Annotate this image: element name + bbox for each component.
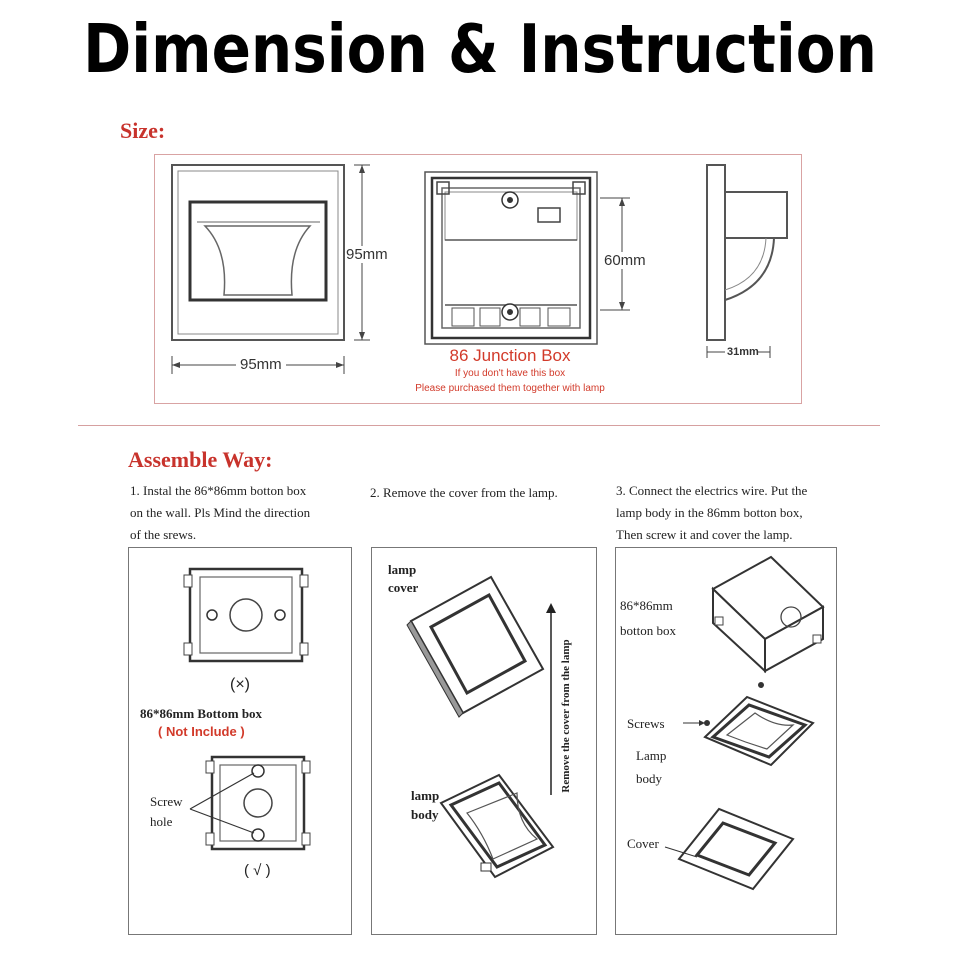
step-2-text: 2. Remove the cover from the lamp.: [370, 482, 610, 504]
section-divider: [78, 425, 880, 426]
step-1-drawing: [183, 567, 311, 851]
install-lamp-drawing: [683, 682, 815, 767]
step-1-line: of the srews.: [130, 527, 197, 542]
arrow-text: Remove the cover from the lamp: [560, 639, 572, 793]
junction-note-1: If you don't have this box: [454, 368, 566, 379]
lamp-cover-drawing: [406, 575, 545, 718]
body-label-3: body: [636, 771, 662, 786]
step-1-text: 1. Instal the 86*86mm botton box on the …: [130, 480, 360, 546]
screw-label: Screw: [150, 794, 183, 809]
lamp-body-drawing: [439, 773, 555, 879]
wrong-mark: (×): [230, 676, 250, 693]
box-label-2: botton box: [620, 623, 676, 638]
box-label-1: 86*86mm: [620, 598, 673, 613]
removal-arrow: [546, 603, 556, 795]
junction-box-drawing: [424, 171, 630, 345]
not-include-label: ( Not Include ): [158, 724, 245, 739]
depth-dimension: 31mm: [727, 346, 759, 358]
install-box-drawing: [711, 555, 825, 674]
lamp-body-label-2: body: [411, 807, 439, 822]
step-3-line: lamp body in the 86mm botton box,: [616, 505, 803, 520]
lamp-label-3: Lamp: [636, 748, 667, 763]
hole-label: hole: [150, 814, 173, 829]
lamp-label: lamp: [388, 562, 417, 577]
size-panel: [154, 154, 802, 404]
step-2-drawing: [406, 575, 556, 879]
size-heading: Size:: [120, 118, 166, 143]
page-title: Dimension & Instruction: [83, 10, 877, 89]
screws-label: Screws: [627, 716, 665, 731]
step-3-line: 3. Connect the electrics wire. Put the: [616, 483, 808, 498]
step-3-text: 3. Connect the electrics wire. Put the l…: [616, 480, 856, 546]
install-cover-drawing: [664, 807, 795, 891]
step-1-line: 1. Instal the 86*86mm botton box: [130, 483, 307, 498]
correct-box-drawing: [189, 755, 311, 851]
step-3-line: Then screw it and cover the lamp.: [616, 527, 793, 542]
side-view-drawing: [706, 164, 788, 358]
assemble-heading: Assemble Way:: [128, 447, 273, 472]
step-2-line: 2. Remove the cover from the lamp.: [370, 485, 558, 500]
width-dimension: 95mm: [236, 356, 286, 373]
step-1-line: on the wall. Pls Mind the direction: [130, 505, 311, 520]
size-drawings: [171, 164, 788, 374]
box-dimension: 60mm: [604, 252, 646, 269]
junction-note-2: Please purchased them together with lamp: [415, 383, 605, 394]
step-3-drawing: [664, 555, 825, 891]
height-dimension: 95mm: [346, 246, 388, 263]
cover-label-3: Cover: [627, 836, 659, 851]
lamp-body-label-1: lamp: [411, 788, 440, 803]
cover-label: cover: [388, 580, 419, 595]
front-plate-drawing: [171, 164, 370, 374]
wrong-box-drawing: [183, 567, 309, 663]
right-mark: ( √ ): [244, 862, 271, 879]
junction-box-title: 86 Junction Box: [449, 346, 571, 365]
bottom-box-label: 86*86mm Bottom box: [140, 706, 263, 721]
